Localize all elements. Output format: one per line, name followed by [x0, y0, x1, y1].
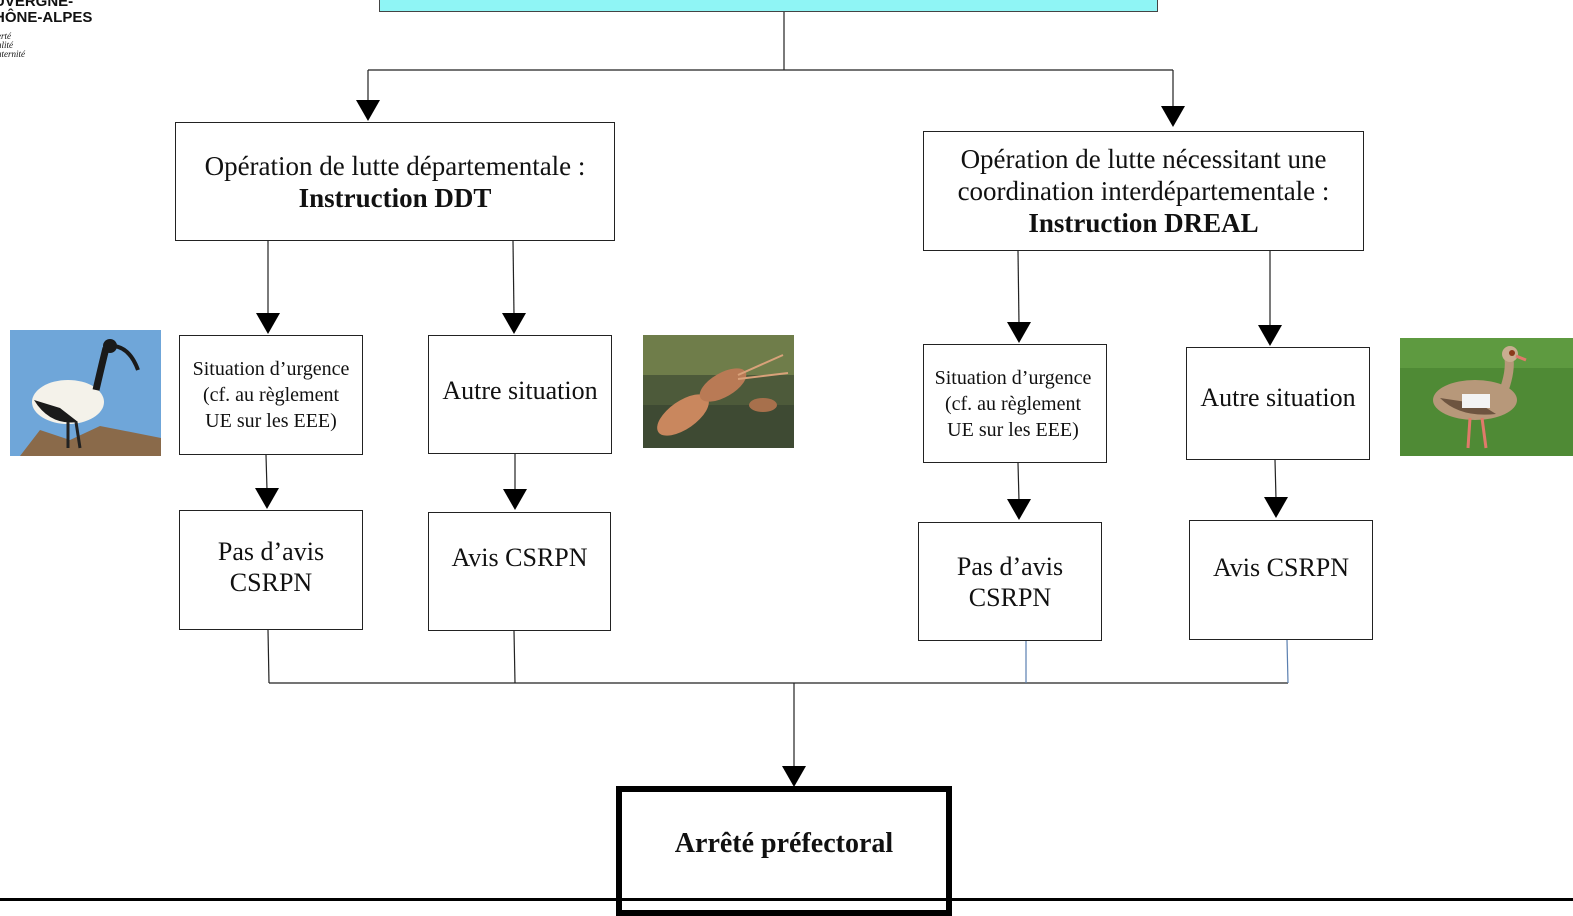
- autre-right-label: Autre situation: [1200, 383, 1356, 412]
- autre-right-box: Autre situation: [1186, 347, 1370, 460]
- region-logo: UVERGNE- HÔNE-ALPES erté alité aternité: [0, 0, 120, 69]
- arrowhead-pasavis-left: [255, 488, 279, 509]
- urgence-right-label-2: (cf. au règlement: [944, 392, 1082, 415]
- connector-urgence-pasavis-left: [265, 454, 268, 491]
- autre-left-box: Autre situation: [428, 335, 612, 454]
- interdept-instruction-label: Instruction DREAL: [1028, 208, 1259, 238]
- urgence-left-box: Situation d’urgence (cf. au règlement UE…: [179, 335, 363, 455]
- urgence-left-label-3: UE sur les EEE): [205, 410, 337, 432]
- arrowhead-dept: [356, 100, 380, 121]
- connector-autre-avis-right: [1274, 459, 1277, 500]
- arrowhead-pasavis-right: [1007, 499, 1031, 520]
- logo-motto-1: erté: [0, 31, 11, 41]
- autre-left-label: Autre situation: [442, 376, 598, 405]
- pas-avis-left-label-1: Pas d’avis: [217, 537, 325, 566]
- logo-motto-3: aternité: [0, 49, 25, 59]
- pas-avis-right-label-2: CSRPN: [968, 582, 1052, 612]
- pas-avis-right-label-1: Pas d’avis: [956, 551, 1064, 581]
- urgence-right-box: Situation d’urgence (cf. au règlement UE…: [923, 344, 1107, 463]
- connector-interdept-urgence: [1017, 250, 1020, 325]
- urgence-right-label-1: Situation d’urgence: [934, 366, 1092, 389]
- avis-left-box: Avis CSRPN: [428, 512, 611, 631]
- arrowhead-urgence-right: [1007, 322, 1031, 343]
- connector-merge-1: [267, 629, 270, 684]
- arrete-prefectoral-label: Arrêté préfectoral: [674, 828, 894, 859]
- logo-line-1: UVERGNE-: [0, 0, 74, 10]
- pas-avis-left-box: Pas d’avis CSRPN: [179, 510, 363, 630]
- avis-left-label: Avis CSRPN: [451, 543, 588, 572]
- ibis-photo: [10, 330, 161, 456]
- connector-merge-2: [513, 630, 516, 684]
- arrete-prefectoral-box: Arrêté préfectoral: [616, 786, 952, 916]
- arrowhead-interdept: [1161, 106, 1185, 127]
- pas-avis-left-label-2: CSRPN: [229, 568, 313, 597]
- avis-right-label: Avis CSRPN: [1212, 552, 1350, 582]
- crayfish-photo: [643, 335, 794, 448]
- urgence-left-label-1: Situation d’urgence: [192, 358, 350, 380]
- urgence-left-label-2: (cf. au règlement: [202, 384, 340, 406]
- top-process-box: [379, 0, 1158, 12]
- arrowhead-avis-right: [1264, 497, 1288, 518]
- connector-urgence-pasavis-right: [1017, 462, 1020, 502]
- arrowhead-autre-right: [1258, 325, 1282, 346]
- logo-line-2: HÔNE-ALPES: [0, 9, 93, 26]
- arrowhead-autre-left: [502, 313, 526, 334]
- urgence-right-label-3: UE sur les EEE): [947, 418, 1079, 441]
- logo-motto-2: alité: [0, 40, 13, 50]
- avis-right-box: Avis CSRPN: [1189, 520, 1373, 640]
- dept-operation-box: Opération de lutte départementale : Inst…: [175, 122, 615, 241]
- dept-instruction-label: Instruction DDT: [298, 182, 492, 213]
- interdept-operation-box: Opération de lutte nécessitant une coord…: [923, 131, 1364, 251]
- interdept-operation-label-1: Opération de lutte nécessitant une: [960, 144, 1327, 174]
- connector-dept-autre: [512, 240, 515, 316]
- arrowhead-final: [782, 766, 806, 787]
- interdept-operation-label-2: coordination interdépartementale :: [957, 176, 1330, 206]
- page-bottom-rule: [0, 898, 1573, 901]
- arrowhead-urgence-left: [256, 313, 280, 334]
- dept-operation-label: Opération de lutte départementale :: [204, 150, 586, 181]
- egyptian-goose-photo: [1400, 338, 1573, 456]
- pas-avis-right-box: Pas d’avis CSRPN: [918, 522, 1102, 641]
- connector-merge-4: [1286, 639, 1289, 684]
- arrowhead-avis-left: [503, 489, 527, 510]
